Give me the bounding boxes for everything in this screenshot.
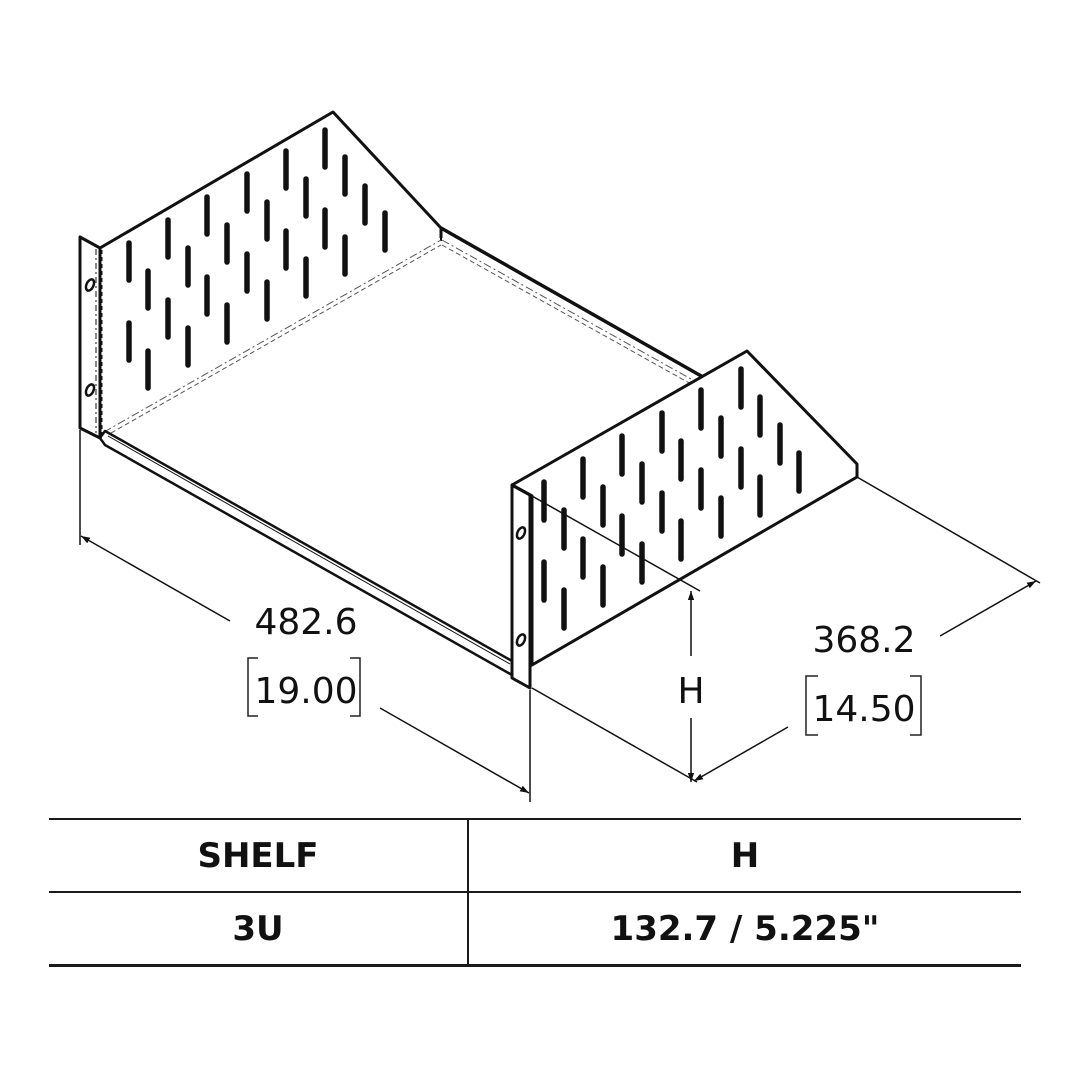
vent-slots-left (126, 127, 388, 391)
spec-table: SHELF H 3U 132.7 / 5.225" (49, 818, 1021, 967)
depth-dimension-arrow-right (939, 580, 1037, 637)
shelf-body (78, 110, 859, 690)
width-inch-bracket (247, 657, 361, 717)
width-dimension-arrow-right (379, 707, 530, 794)
width-inch-label: 19.00 (254, 671, 357, 712)
cell-height-value: 132.7 / 5.225" (467, 891, 1021, 967)
left-rack-ear (78, 235, 103, 440)
dimension-lines (79, 430, 1041, 802)
depth-inch-label: 14.50 (812, 689, 915, 730)
header-h: H (467, 818, 1021, 893)
cell-shelf-size: 3U (49, 891, 469, 967)
depth-dimension-arrow-left (693, 726, 789, 782)
shelf-isometric-drawing: 482.6 19.00 368.2 14.50 H (78, 110, 1041, 802)
back-top-edge (440, 226, 704, 379)
dimension-labels: 482.6 19.00 368.2 14.50 H (247, 602, 922, 736)
vent-slots-right (541, 366, 802, 631)
table-header-row: SHELF H (49, 818, 1021, 893)
right-rack-ear (510, 483, 532, 690)
depth-mm-label: 368.2 (812, 620, 915, 661)
width-mm-label: 482.6 (254, 602, 357, 643)
height-label: H (677, 671, 704, 712)
depth-inch-bracket (805, 675, 922, 736)
header-shelf: SHELF (49, 818, 469, 893)
hidden-lines (103, 239, 701, 438)
table-row: 3U 132.7 / 5.225" (49, 891, 1021, 967)
left-side-panel (99, 110, 443, 250)
width-dimension-arrow-left (80, 535, 231, 622)
